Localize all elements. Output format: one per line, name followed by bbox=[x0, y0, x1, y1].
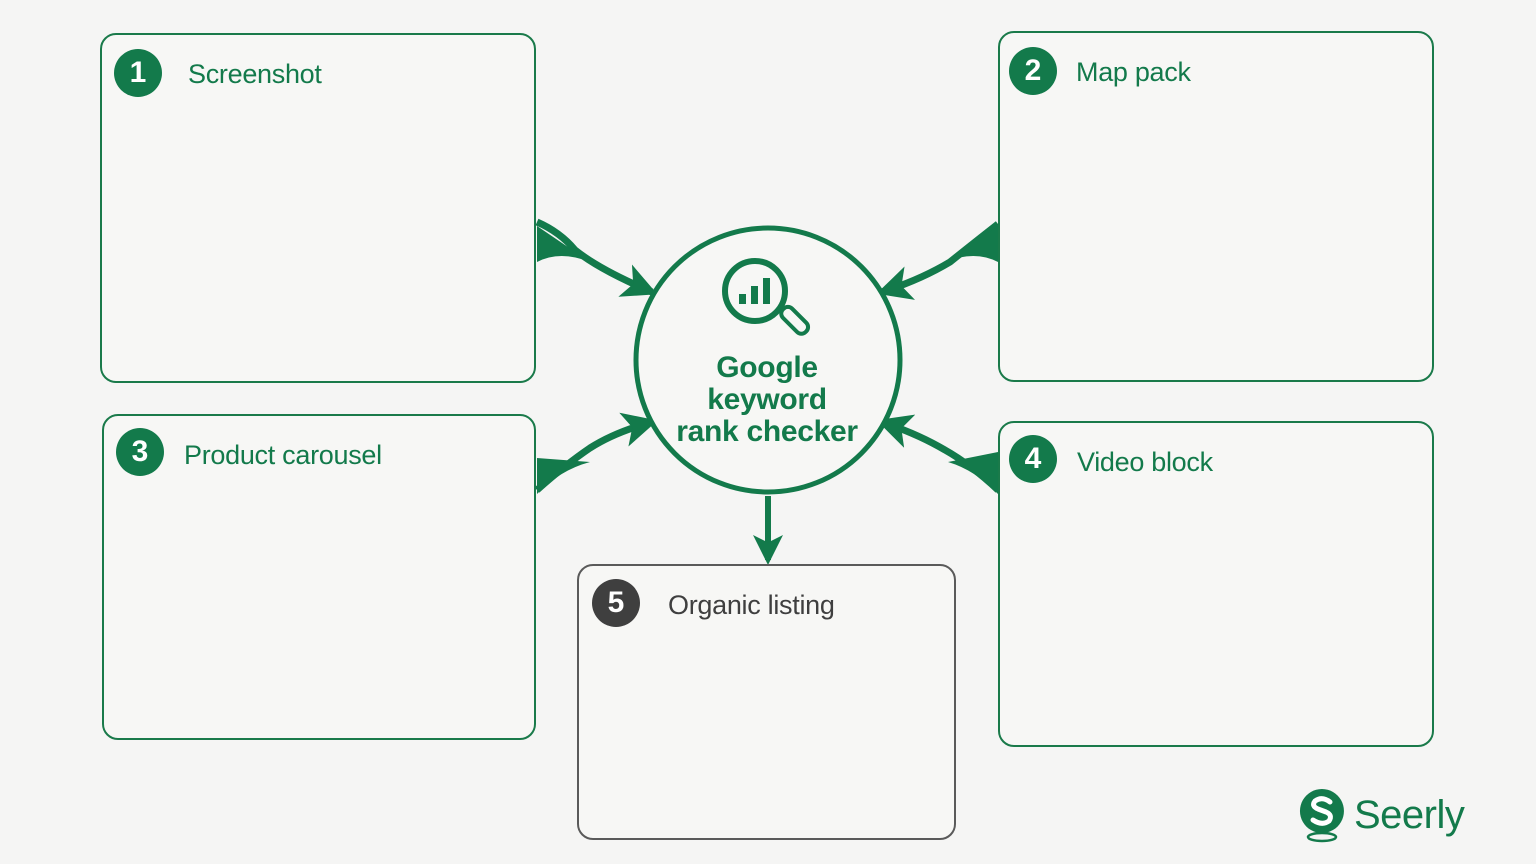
hub-title: Google keyword rank checker bbox=[664, 352, 870, 448]
step-number-badge: 3 bbox=[116, 428, 164, 476]
hub-circle bbox=[633, 225, 903, 495]
panel-map-pack: 2 Map pack bbox=[998, 31, 1434, 382]
arrow-carousel-to-hub bbox=[534, 412, 658, 493]
arrow-screenshot-to-hub bbox=[535, 218, 658, 297]
step-number-badge: 1 bbox=[114, 49, 162, 97]
brand-name: Seerly bbox=[1354, 792, 1465, 837]
panel-product-carousel: 3 Product carousel bbox=[102, 414, 536, 740]
connector-arrows bbox=[534, 218, 1001, 565]
panel-title: Map pack bbox=[1076, 57, 1191, 87]
hub-title-line: rank checker bbox=[676, 415, 858, 448]
arrow-mappack-to-hub bbox=[876, 221, 1001, 300]
hub-title-line: Google bbox=[716, 351, 818, 384]
panel-organic-listing: 5 Organic listing bbox=[577, 564, 956, 840]
step-number-badge: 5 bbox=[592, 579, 640, 627]
panel-video-block: 4 Video block bbox=[998, 421, 1434, 747]
seerly-s-logo-icon bbox=[1299, 789, 1344, 843]
panel-title: Organic listing bbox=[668, 590, 835, 620]
step-number-badge: 2 bbox=[1009, 47, 1057, 95]
panel-title: Product carousel bbox=[184, 440, 382, 470]
step-number-badge: 4 bbox=[1009, 435, 1057, 483]
panel-title: Screenshot bbox=[188, 59, 322, 89]
panel-screenshot: 1 Screenshot bbox=[100, 33, 536, 383]
brand-logo: Seerly bbox=[1298, 786, 1465, 844]
magnifier-bar-chart-icon bbox=[722, 258, 811, 336]
hub-title-line: keyword bbox=[707, 383, 827, 416]
panel-title: Video block bbox=[1077, 447, 1213, 477]
